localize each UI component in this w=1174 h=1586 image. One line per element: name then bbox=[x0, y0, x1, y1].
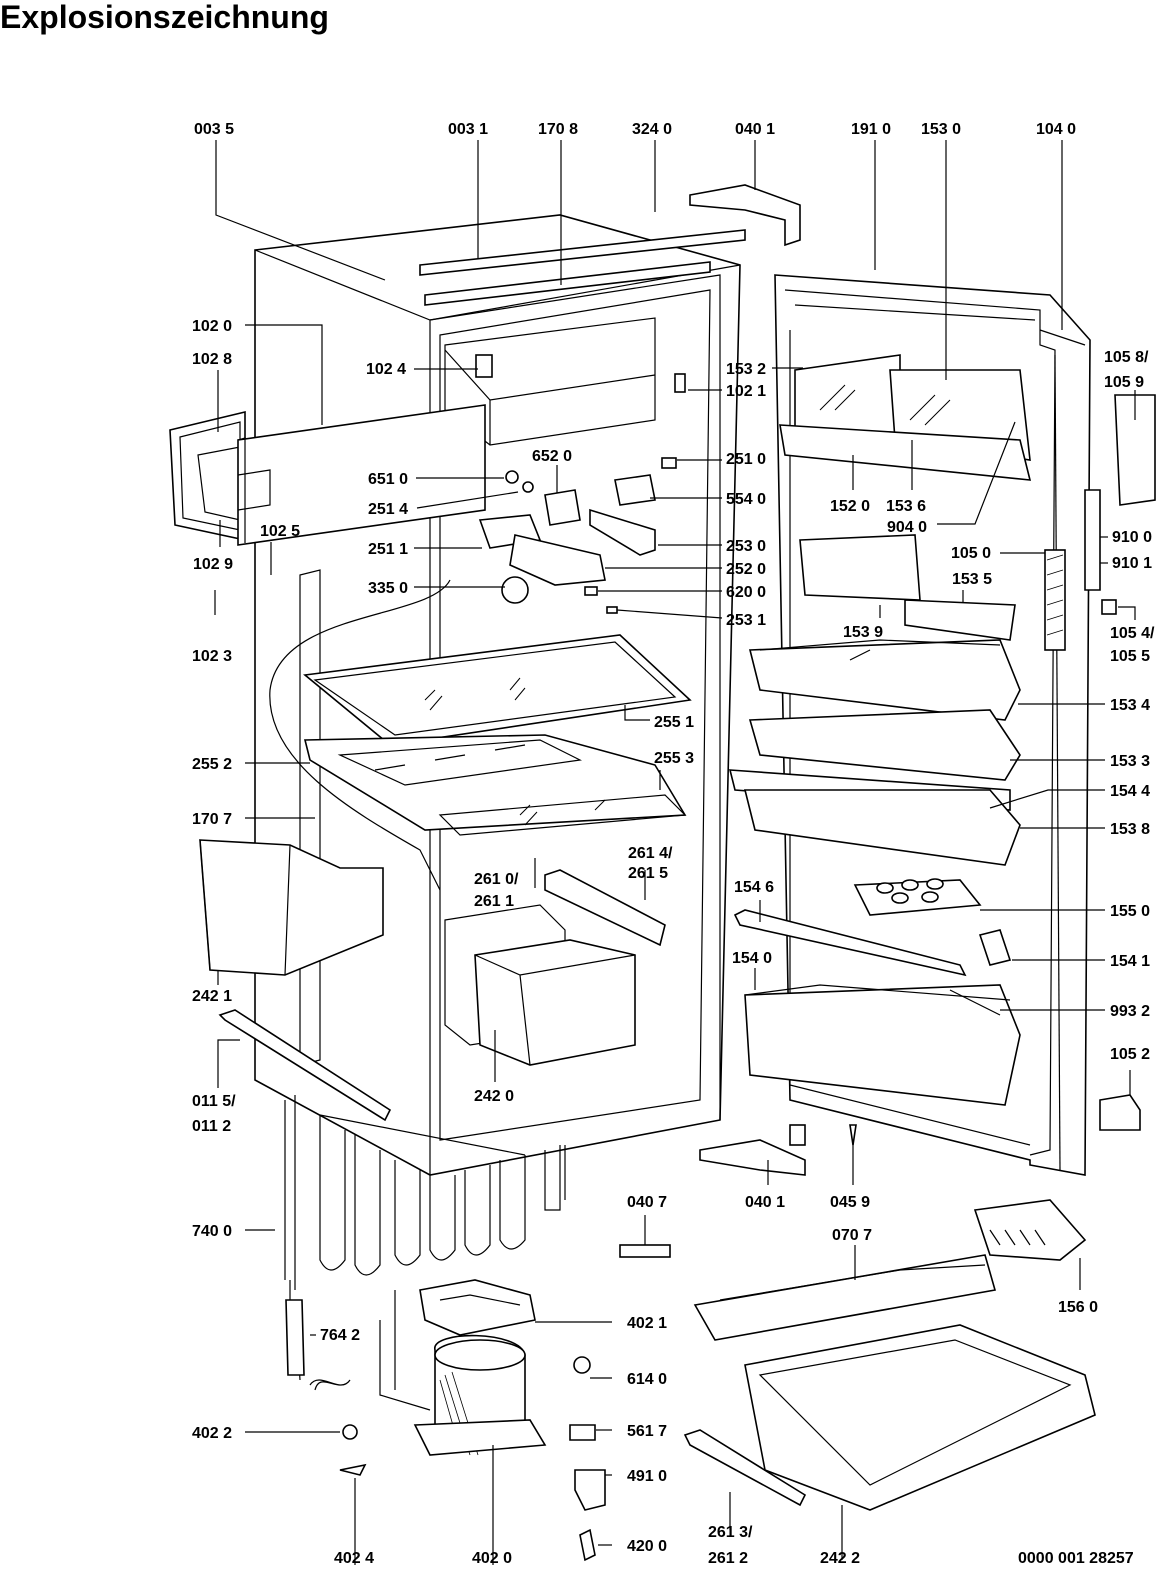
part-label: 156 0 bbox=[1058, 1299, 1098, 1316]
part-label: 153 4 bbox=[1110, 697, 1150, 714]
part-label: 242 2 bbox=[820, 1550, 860, 1567]
part-label: 993 2 bbox=[1110, 1003, 1150, 1020]
part-label: 104 0 bbox=[1036, 121, 1076, 138]
part-label: 242 0 bbox=[474, 1088, 514, 1105]
part-label: 105 5 bbox=[1110, 648, 1150, 665]
part-label: 070 7 bbox=[832, 1227, 872, 1244]
condenser bbox=[284, 1095, 566, 1290]
part-label: 561 7 bbox=[627, 1423, 667, 1440]
leader-lines bbox=[214, 140, 1136, 1565]
part-label: 102 5 bbox=[260, 523, 300, 540]
crisper-bins bbox=[199, 839, 666, 1122]
part-label: 105 9 bbox=[1104, 374, 1144, 391]
part-label: 910 1 bbox=[1112, 555, 1152, 572]
part-label: 261 4/ bbox=[628, 845, 673, 862]
part-label: 261 2 bbox=[708, 1550, 748, 1567]
part-label: 261 5 bbox=[628, 865, 668, 882]
part-label: 242 1 bbox=[192, 988, 232, 1005]
part-labels: 003 5 003 1 170 8 324 0 040 1 191 0 153 … bbox=[192, 121, 1155, 1567]
door-balconies bbox=[728, 354, 1032, 1106]
part-label: 170 7 bbox=[192, 811, 232, 828]
part-label: 614 0 bbox=[627, 1371, 667, 1388]
part-label: 910 0 bbox=[1112, 529, 1152, 546]
part-label: 153 8 bbox=[1110, 821, 1150, 838]
part-label: 740 0 bbox=[192, 1223, 232, 1240]
part-label: 152 0 bbox=[830, 498, 870, 515]
door-gasket bbox=[169, 410, 246, 541]
part-label: 153 9 bbox=[843, 624, 883, 641]
part-label: 402 4 bbox=[334, 1550, 374, 1567]
part-label: 255 1 bbox=[654, 714, 694, 731]
part-label: 102 0 bbox=[192, 318, 232, 335]
part-label: 102 1 bbox=[726, 383, 766, 400]
part-label: 402 2 bbox=[192, 1425, 232, 1442]
compressor-group bbox=[285, 1279, 606, 1562]
part-label: 040 7 bbox=[627, 1194, 667, 1211]
part-label: 153 2 bbox=[726, 361, 766, 378]
part-label: 102 9 bbox=[193, 556, 233, 573]
part-label: 153 3 bbox=[1110, 753, 1150, 770]
part-label: 620 0 bbox=[726, 584, 766, 601]
part-label: 255 2 bbox=[192, 756, 232, 773]
part-label: 102 4 bbox=[366, 361, 406, 378]
part-label: 102 3 bbox=[192, 648, 232, 665]
freezer-door bbox=[237, 404, 486, 546]
part-label: 251 0 bbox=[726, 451, 766, 468]
part-label: 153 6 bbox=[886, 498, 926, 515]
part-label: 261 0/ bbox=[474, 871, 519, 888]
part-label: 554 0 bbox=[726, 491, 766, 508]
part-label: 252 0 bbox=[726, 561, 766, 578]
part-label: 105 8/ bbox=[1104, 349, 1149, 366]
part-label: 904 0 bbox=[887, 519, 927, 536]
part-label: 154 4 bbox=[1110, 783, 1150, 800]
part-label: 651 0 bbox=[368, 471, 408, 488]
part-label: 154 1 bbox=[1110, 953, 1150, 970]
part-label: 251 1 bbox=[368, 541, 408, 558]
document-number: 0000 001 28257 bbox=[1018, 1550, 1134, 1567]
part-label: 105 2 bbox=[1110, 1046, 1150, 1063]
part-label: 154 6 bbox=[734, 879, 774, 896]
part-label: 652 0 bbox=[532, 448, 572, 465]
part-label: 045 9 bbox=[830, 1194, 870, 1211]
hinges bbox=[619, 184, 1156, 1261]
part-label: 324 0 bbox=[632, 121, 672, 138]
base-and-drawer bbox=[683, 1254, 1096, 1511]
part-label: 253 1 bbox=[726, 612, 766, 629]
part-label: 153 0 bbox=[921, 121, 961, 138]
part-label: 491 0 bbox=[627, 1468, 667, 1485]
part-label: 420 0 bbox=[627, 1538, 667, 1555]
part-label: 402 0 bbox=[472, 1550, 512, 1567]
part-label: 105 0 bbox=[951, 545, 991, 562]
part-label: 040 1 bbox=[735, 121, 775, 138]
thermostat-assembly bbox=[475, 354, 686, 614]
part-label: 170 8 bbox=[538, 121, 578, 138]
part-label: 154 0 bbox=[732, 950, 772, 967]
part-label: 003 5 bbox=[194, 121, 234, 138]
part-label: 102 8 bbox=[192, 351, 232, 368]
glass-shelves bbox=[303, 634, 692, 836]
part-label: 261 3/ bbox=[708, 1524, 753, 1541]
part-label: 011 5/ bbox=[192, 1093, 236, 1110]
part-label: 253 0 bbox=[726, 538, 766, 555]
part-label: 261 1 bbox=[474, 893, 514, 910]
part-label: 155 0 bbox=[1110, 903, 1150, 920]
part-label: 040 1 bbox=[745, 1194, 785, 1211]
part-label: 003 1 bbox=[448, 121, 488, 138]
page-title: Explosionszeichnung bbox=[0, 0, 329, 35]
part-label: 402 1 bbox=[627, 1315, 667, 1332]
part-label: 191 0 bbox=[851, 121, 891, 138]
part-label: 764 2 bbox=[320, 1327, 360, 1344]
part-label: 105 4/ bbox=[1110, 625, 1155, 642]
part-label: 255 3 bbox=[654, 750, 694, 767]
part-label: 011 2 bbox=[192, 1118, 231, 1135]
part-label: 251 4 bbox=[368, 501, 408, 518]
part-label: 335 0 bbox=[368, 580, 408, 597]
part-label: 153 5 bbox=[952, 571, 992, 588]
